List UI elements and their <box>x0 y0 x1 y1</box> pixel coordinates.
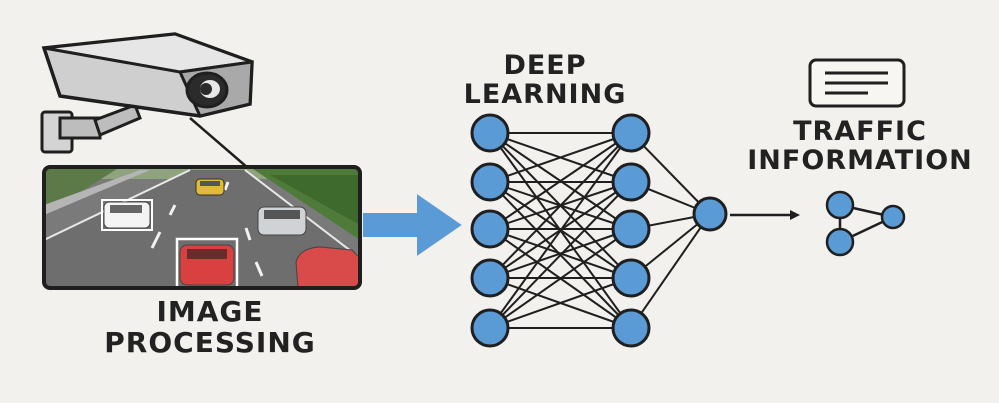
network-edge <box>489 132 632 230</box>
image-processing-label-line: IMAGE <box>156 295 264 328</box>
network-node <box>611 308 651 348</box>
network-node <box>470 113 510 153</box>
network-node <box>470 209 510 249</box>
traffic-information-label: TRAFFIC INFORMATION <box>740 118 980 174</box>
graph-node <box>880 204 906 230</box>
graph-node <box>825 190 855 220</box>
traffic-information-label-line: TRAFFIC <box>793 116 927 147</box>
network-node <box>611 209 651 249</box>
image-processing-label-line: PROCESSING <box>104 326 316 359</box>
document-icon <box>808 58 906 108</box>
network-edge <box>489 228 632 329</box>
network-edge <box>489 132 632 183</box>
network-node <box>611 258 651 298</box>
network-node <box>470 308 510 348</box>
road-scene-image <box>42 165 362 290</box>
graph-node <box>825 227 855 257</box>
deep-learning-label: DEEP LEARNING <box>440 52 650 108</box>
security-camera-icon <box>40 32 254 169</box>
deep-learning-label-line: DEEP <box>503 50 587 81</box>
network-node <box>611 162 651 202</box>
network-edge <box>489 181 632 329</box>
network-edge <box>489 132 632 329</box>
network-node <box>611 113 651 153</box>
deep-learning-label-line: LEARNING <box>463 79 627 110</box>
network-node <box>470 258 510 298</box>
flow-arrow <box>363 194 462 256</box>
network-node <box>692 196 728 232</box>
image-processing-label: IMAGE PROCESSING <box>60 298 360 357</box>
traffic-information-label-line: INFORMATION <box>747 145 973 176</box>
network-edge <box>489 277 632 329</box>
neural-network <box>470 113 728 348</box>
network-edge <box>489 132 632 279</box>
network-node <box>470 162 510 202</box>
network-edge <box>630 213 711 329</box>
network-edge <box>489 228 632 279</box>
output-arrow <box>730 210 800 220</box>
graph-icon <box>825 190 906 257</box>
